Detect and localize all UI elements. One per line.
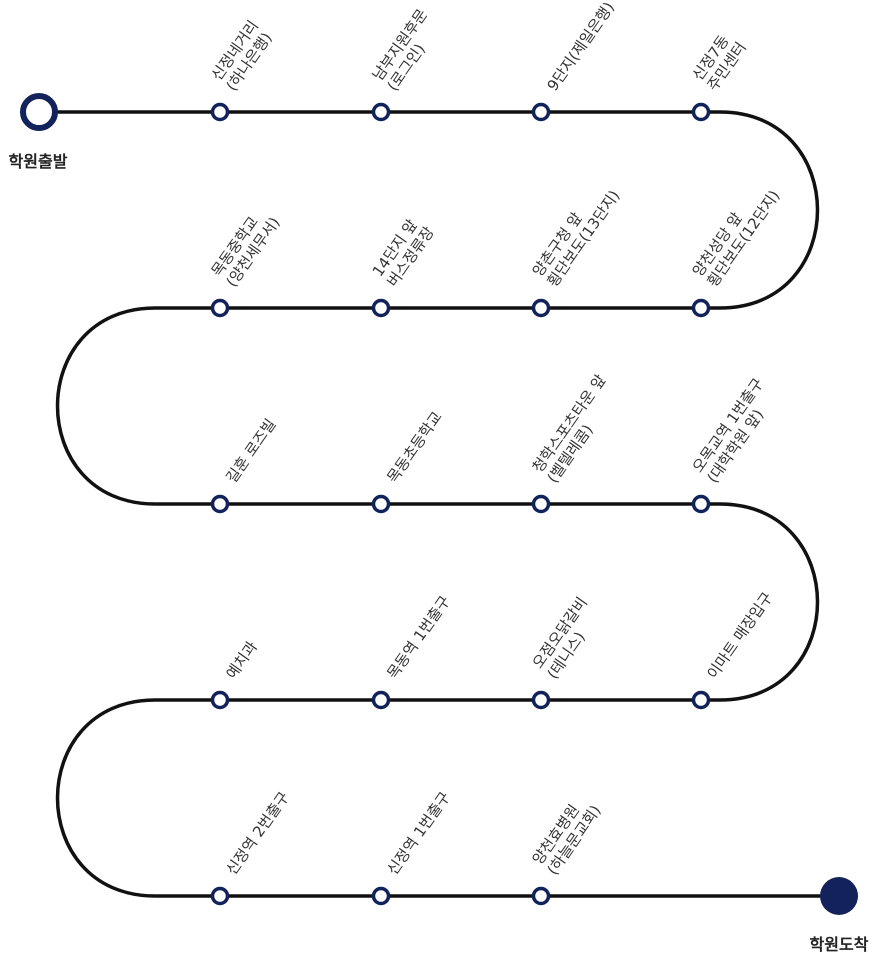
stop-label: 신정역 1번출구	[384, 788, 454, 878]
stop: 신정7동주민센터	[689, 28, 750, 122]
stop-label: 남부지원후문(로그인)	[369, 6, 446, 95]
stop-marker	[371, 690, 391, 710]
stop-label: 14단지 앞버스정류장	[369, 213, 438, 290]
stop: 남부지원후문(로그인)	[369, 6, 446, 122]
stop: 오목교역 1번출구(대학학원 앞)	[689, 375, 782, 514]
stop-label: 신정네거리(하나은행)	[208, 17, 277, 94]
stop-marker	[691, 494, 711, 514]
stop: 신정역 2번출구	[210, 788, 293, 906]
route-line	[53, 110, 822, 898]
stop: 목동초등학교	[371, 408, 446, 514]
stop-label: 신정7동주민센터	[689, 28, 750, 94]
stop-label-line: 9단지(제일은행)	[544, 0, 618, 94]
stop-label-line: 목동역 1번출구	[384, 592, 454, 682]
stop: 양촌구청 앞횡단보도(13단지)	[529, 177, 624, 318]
stop-label: 목동중학교(양천세무서)	[208, 204, 284, 291]
stop: 청학스포츠타운 앞(벨텔레콤)	[529, 371, 625, 514]
stop-marker	[210, 494, 230, 514]
stop: 오점오닭갈비(테니스)	[529, 594, 606, 710]
stop-marker	[691, 690, 711, 710]
stop-label: 목동역 1번출구	[384, 592, 454, 682]
stop-marker	[691, 298, 711, 318]
stop-label-line: 신정역 2번출구	[223, 788, 293, 878]
stop-label-line: 예치과	[223, 638, 262, 682]
stop-marker	[371, 494, 391, 514]
stop-label: 9단지(제일은행)	[544, 0, 618, 94]
stop-label-line: 신정역 1번출구	[384, 788, 454, 878]
stop: 신정네거리(하나은행)	[208, 17, 277, 122]
stop: 신정역 1번출구	[371, 788, 454, 906]
stop: 예치과	[210, 638, 262, 710]
stop-label: 양천효병원(하늘문교회)	[529, 792, 605, 879]
end-label: 학원도착	[810, 935, 869, 954]
stop-label-line: 길훈 로즈빌	[223, 416, 280, 487]
stop-label: 신정역 2번출구	[223, 788, 293, 878]
stop-marker	[371, 298, 391, 318]
stop-label: 양촌구청 앞횡단보도(13단지)	[529, 177, 624, 291]
stop: 14단지 앞버스정류장	[369, 213, 438, 318]
stop-marker	[531, 494, 551, 514]
stop-marker	[531, 886, 551, 906]
stop-label: 청학스포츠타운 앞(벨텔레콤)	[529, 371, 625, 486]
stop: 양천효병원(하늘문교회)	[529, 792, 605, 906]
stop-label-line: 이마트 매장입구	[704, 589, 777, 682]
stop-marker	[210, 690, 230, 710]
stop-label: 길훈 로즈빌	[223, 416, 280, 487]
stop-marker	[531, 102, 551, 122]
stop-marker	[210, 886, 230, 906]
stops-layer: 신정네거리(하나은행) 남부지원후문(로그인) 9단지(제일은행) 신정7동주민센터목…	[208, 0, 784, 906]
stop-marker	[371, 102, 391, 122]
stop: 9단지(제일은행)	[531, 0, 618, 122]
stop-marker	[531, 298, 551, 318]
stop-label: 양천성당 앞횡단보도(12단지)	[689, 177, 784, 291]
stop-label: 오점오닭갈비(테니스)	[529, 594, 606, 682]
stop-label: 목동초등학교	[384, 408, 446, 486]
stop-label: 예치과	[223, 638, 262, 682]
stop-marker	[691, 102, 711, 122]
stop: 목동중학교(양천세무서)	[208, 204, 284, 318]
start-label: 학원출발	[9, 152, 68, 171]
stop-marker	[210, 298, 230, 318]
start-marker	[20, 93, 58, 131]
end-marker	[820, 877, 858, 915]
stop-marker	[371, 886, 391, 906]
stop: 목동역 1번출구	[371, 592, 454, 710]
stop-label: 오목교역 1번출구(대학학원 앞)	[689, 375, 782, 487]
stop-label: 이마트 매장입구	[704, 589, 777, 682]
stop-label-line: 목동초등학교	[384, 408, 446, 486]
stop-marker	[531, 690, 551, 710]
stop: 길훈 로즈빌	[210, 416, 280, 514]
stop-marker	[210, 102, 230, 122]
